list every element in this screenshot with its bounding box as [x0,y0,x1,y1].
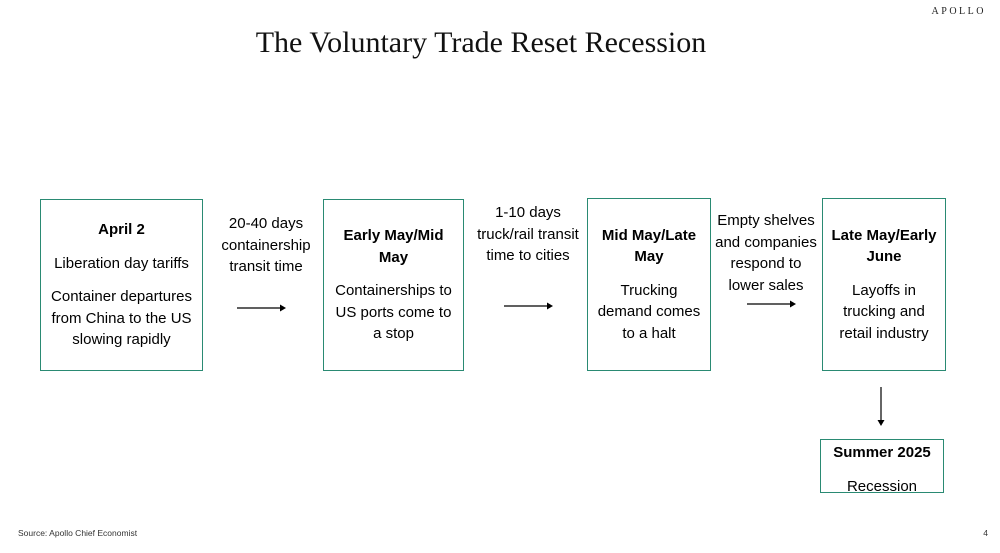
step-box-april-2: April 2 Liberation day tariffs Container… [40,199,203,371]
step-box-late-may: Late May/Early June Layoffs in trucking … [822,198,946,371]
step-text: Container departures from China to the U… [51,288,192,349]
outcome-text: Recession [846,477,918,495]
step-heading: Early May/Mid May [343,227,444,266]
outcome-heading: Summer 2025 [833,444,931,461]
step-text: Containerships to US ports come to a sto… [335,282,452,343]
step-heading: Late May/Early June [831,226,937,266]
step-text: Layoffs in trucking and retail industry [839,281,929,342]
right-arrow-icon [747,300,796,308]
page-number: 4 [983,528,988,538]
step-box-mid-may: Mid May/Late May Trucking demand comes t… [587,198,711,371]
right-arrow-icon [504,302,553,310]
connector-label: 1-10 days truck/rail transit time to cit… [477,204,579,264]
right-arrow-icon [237,304,286,312]
connector-label: Empty shelves and companies respond to l… [715,212,817,294]
step-box-early-may: Early May/Mid May Containerships to US p… [323,199,464,371]
down-arrow-icon [877,387,885,426]
connector-label: 20-40 days containership transit time [221,215,311,275]
step-heading: Mid May/Late May [601,226,697,266]
source-note: Source: Apollo Chief Economist [18,528,138,538]
step-text: Trucking demand comes to a halt [597,281,701,342]
apollo-logo: APOLLO [931,6,986,17]
page-title: The Voluntary Trade Reset Recession [255,26,707,59]
step-text: Liberation day tariffs [54,254,189,272]
outcome-box-summer-2025: Summer 2025 Recession [820,439,944,495]
step-heading: April 2 [98,221,145,239]
